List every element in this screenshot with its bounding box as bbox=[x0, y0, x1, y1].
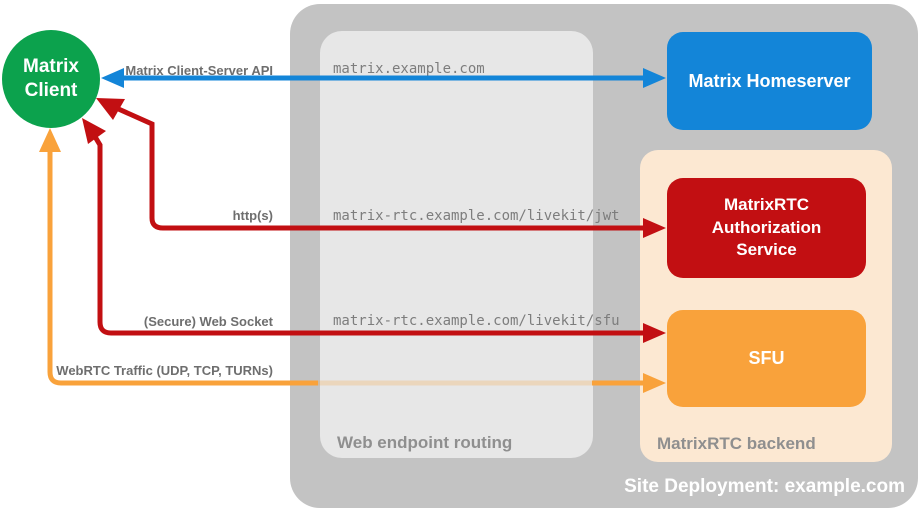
matrix-client-label-line1: Matrix bbox=[23, 56, 79, 78]
endpoint-livekit-sfu: matrix-rtc.example.com/livekit/sfu bbox=[333, 313, 620, 329]
web-endpoint-routing-panel bbox=[320, 31, 593, 458]
matrixrtc-authorization-service-node: MatrixRTC Authorization Service bbox=[667, 178, 866, 278]
backend-panel-title: MatrixRTC backend bbox=[657, 434, 816, 453]
matrix-client-label-line2: Client bbox=[24, 80, 78, 101]
auth-service-label-line2: Authorization bbox=[711, 217, 822, 237]
matrix-homeserver-label: Matrix Homeserver bbox=[688, 70, 851, 91]
webrtc-traffic-label: WebRTC Traffic (UDP, TCP, TURNs) bbox=[56, 363, 273, 378]
matrix-homeserver-node: Matrix Homeserver bbox=[667, 32, 872, 130]
auth-service-label-line1: MatrixRTC bbox=[723, 194, 809, 214]
arrowhead-up-icon bbox=[39, 128, 61, 152]
sfu-node: SFU bbox=[667, 310, 866, 407]
matrix-client-node: Matrix Client bbox=[2, 30, 100, 128]
websocket-label: (Secure) Web Socket bbox=[143, 314, 273, 329]
auth-service-label-line3: Service bbox=[736, 240, 797, 260]
sfu-label: SFU bbox=[748, 348, 785, 368]
routing-panel-title: Web endpoint routing bbox=[337, 433, 513, 452]
endpoint-livekit-jwt: matrix-rtc.example.com/livekit/jwt bbox=[333, 208, 620, 224]
client-server-api-label: Matrix Client-Server API bbox=[125, 63, 273, 78]
endpoint-matrix: matrix.example.com bbox=[333, 61, 485, 77]
site-deployment-title: Site Deployment: example.com bbox=[624, 476, 905, 497]
https-label: http(s) bbox=[232, 208, 273, 223]
arrowhead-upleft-icon bbox=[96, 98, 125, 120]
arrowhead-upleft-icon bbox=[82, 118, 106, 144]
